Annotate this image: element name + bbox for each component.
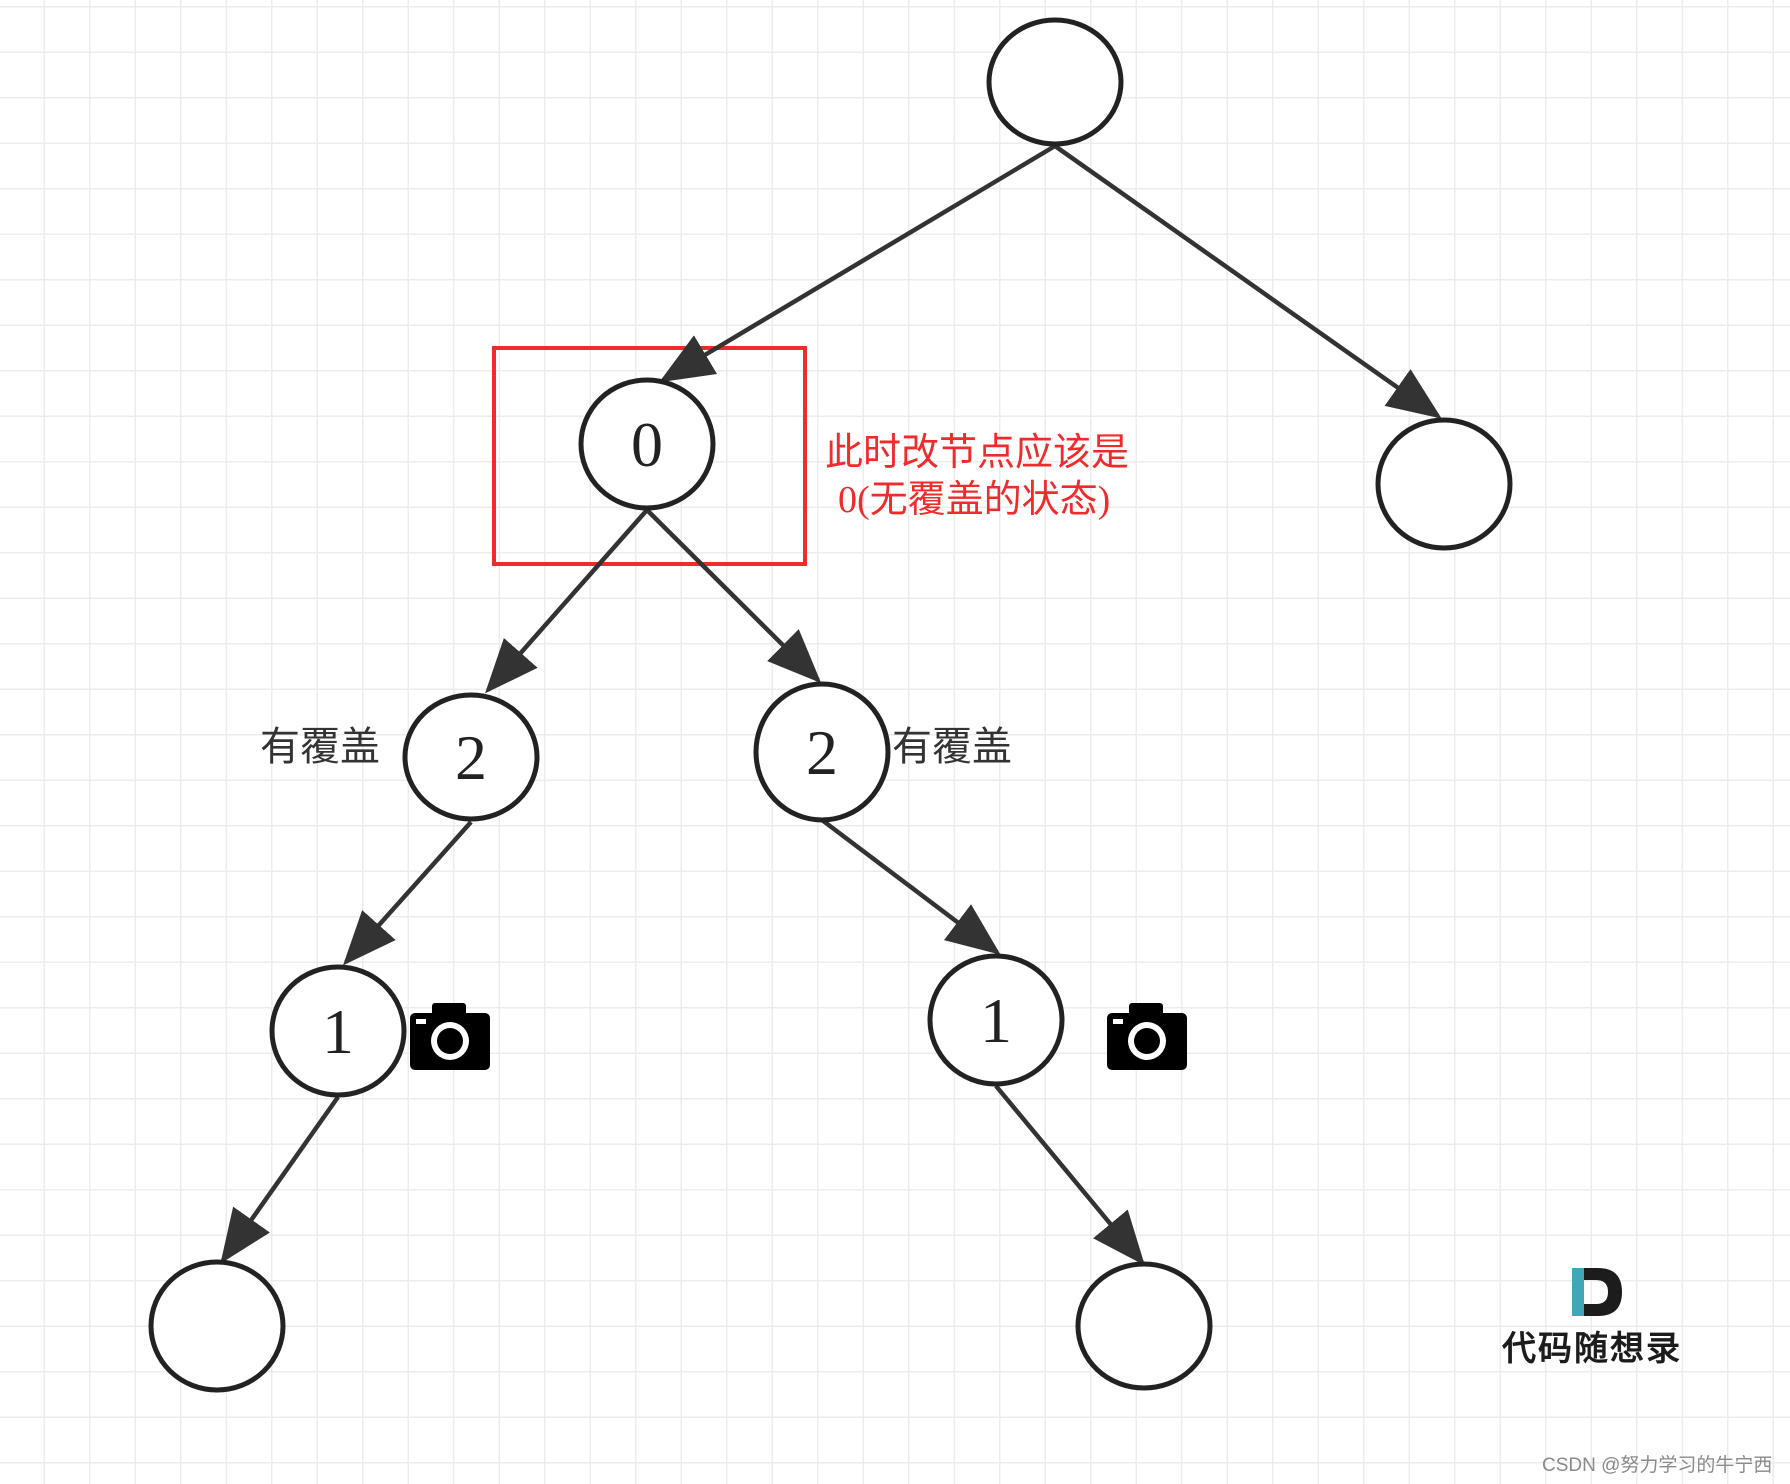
camera-icon (410, 1003, 490, 1070)
edges (220, 144, 1442, 1266)
tree-node-leaf-left (148, 1259, 286, 1393)
edge-n-one-left-to-leaf-left (220, 1095, 340, 1264)
node-circle (402, 692, 540, 822)
edge-n-one-right-to-leaf-right (994, 1084, 1145, 1266)
node-label: 0 (631, 409, 663, 480)
node-circle (753, 681, 891, 823)
node-circle (269, 964, 407, 1098)
node-circle (927, 953, 1065, 1087)
node-label: 1 (322, 996, 354, 1067)
camera-icon (1107, 1003, 1187, 1070)
tree-node-n-one-right: 1 (927, 953, 1065, 1087)
watermark: CSDN @努力学习的牛宁西 (1542, 1454, 1772, 1476)
tree-node-n-two-left: 2 (402, 692, 540, 822)
highlight-box (492, 346, 807, 566)
nodes: 0 2 2 1 1 (148, 17, 1513, 1393)
node-label: 2 (806, 717, 838, 788)
covered-label-left: 有覆盖 (260, 724, 380, 769)
tree-node-n-two-right: 2 (753, 681, 891, 823)
node-circle (1375, 417, 1513, 551)
d-logo-icon (1572, 1268, 1622, 1316)
node-circle (578, 377, 716, 511)
node-circle (986, 17, 1124, 147)
node-label: 2 (455, 722, 487, 793)
node-circle (148, 1259, 286, 1393)
edge-root-to-n-right (1053, 144, 1442, 419)
edge-root-to-n-zero (659, 144, 1057, 383)
highlight-note-line2: 0(无覆盖的状态) (838, 479, 1110, 521)
edge-n-two-right-to-n-one-right (820, 818, 1001, 955)
tree-node-leaf-right (1075, 1261, 1213, 1391)
node-circle (1075, 1261, 1213, 1391)
edge-n-zero-to-n-two-left (485, 508, 649, 694)
edge-n-two-left-to-n-one-left (343, 820, 473, 966)
edge-n-zero-to-n-two-right (645, 508, 822, 684)
tree-node-root (986, 17, 1124, 147)
covered-label-right: 有覆盖 (892, 724, 1012, 769)
node-label: 1 (980, 985, 1012, 1056)
tree-node-n-zero: 0 (578, 377, 716, 511)
logo-text: 代码随想录 (1501, 1329, 1682, 1369)
tree-node-n-one-left: 1 (269, 964, 407, 1098)
highlight-note-line1: 此时改节点应该是 (825, 432, 1129, 474)
tree-node-n-right (1375, 417, 1513, 551)
